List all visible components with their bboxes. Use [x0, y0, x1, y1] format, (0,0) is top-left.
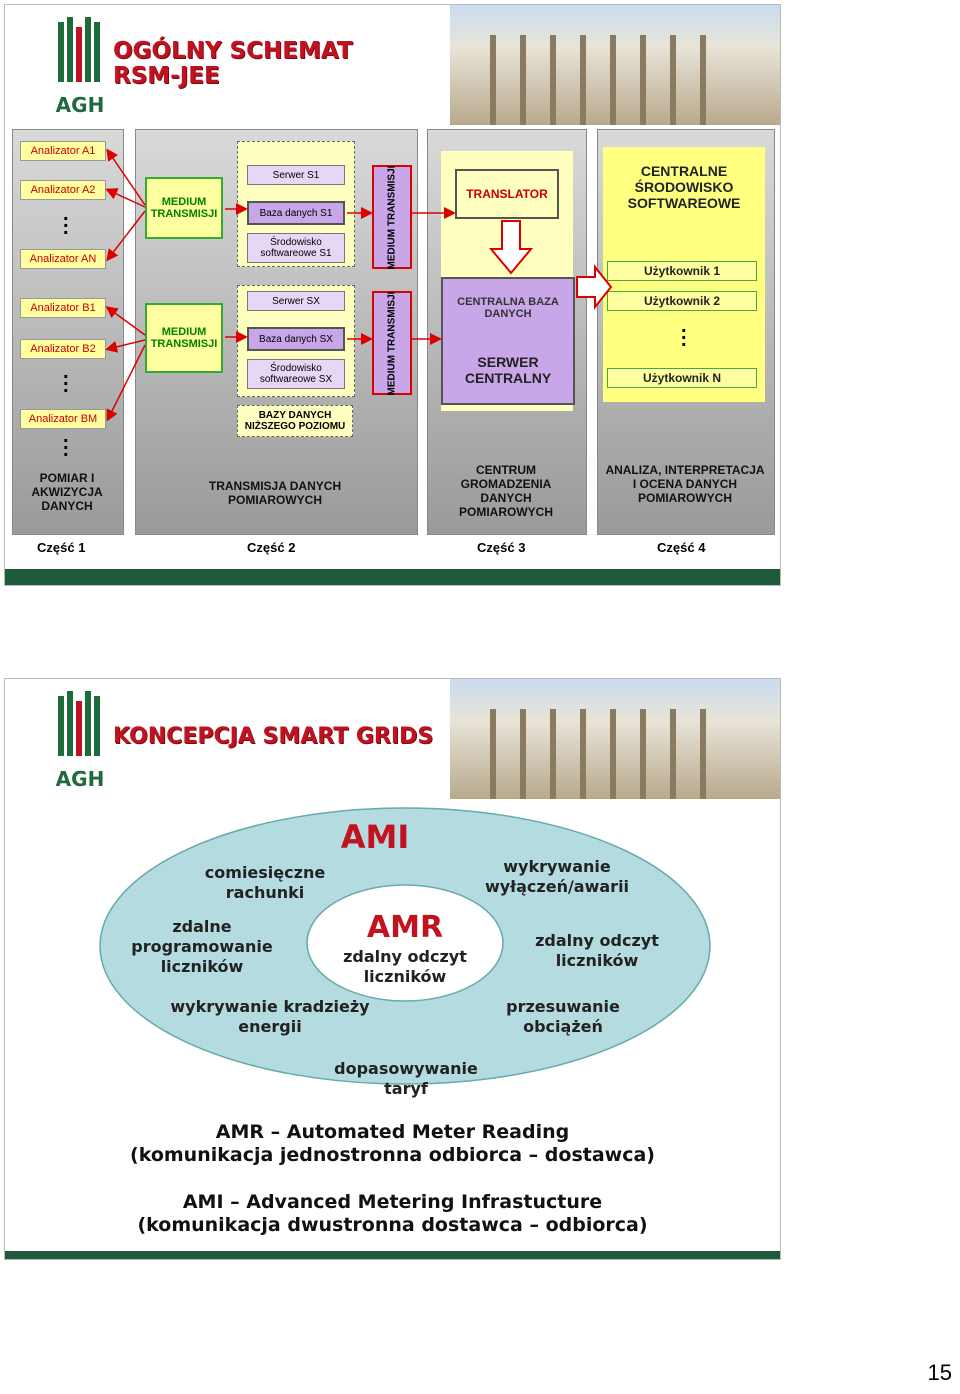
user-n: Użytkownik N: [607, 368, 757, 388]
caption-part2: TRANSMISJA DANYCH POMIAROWYCH: [208, 479, 342, 507]
part-1-label: Część 1: [37, 540, 86, 555]
slide-title-2: KONCEPCJA SMART GRIDS: [113, 724, 434, 749]
medium-vertical-1: MEDIUM TRANSMISJI: [372, 165, 412, 269]
central-server-label: SERWER CENTRALNY: [464, 354, 552, 386]
amr-definition-1: AMR – Automated Meter Reading: [215, 1121, 570, 1143]
analyzer-b1: Analizator B1: [20, 298, 106, 318]
server-sx: Serwer SX: [247, 291, 345, 311]
env-s1: Środowisko softwareowe S1: [247, 233, 345, 263]
medium-transmission-1: MEDIUM TRANSMISJI: [145, 177, 223, 239]
logo-text: AGH: [56, 93, 105, 117]
central-env-label: CENTRALNE ŚRODOWISKO SOFTWAREOWE: [627, 163, 741, 211]
page-number: 15: [927, 1360, 952, 1385]
caption-part4: ANALIZA, INTERPRETACJA I OCENA DANYCH PO…: [605, 463, 765, 505]
ellipsis-a: ...: [63, 203, 69, 239]
amr-inner-ellipse: [306, 884, 504, 1002]
logo-text-2: AGH: [56, 767, 105, 791]
slide-header-2: AGH KONCEPCJA SMART GRIDS: [5, 679, 780, 799]
title-line-2: RSM-JEE: [113, 63, 220, 90]
agh-logo: AGH: [56, 17, 105, 117]
part-3-label: Część 3: [477, 540, 526, 555]
item-tariff-matching: dopasowywanie taryf: [334, 1059, 478, 1098]
db-sx: Baza danych SX: [247, 327, 345, 351]
amr-sub: zdalny odczyt liczników: [343, 947, 467, 986]
db-s1: Baza danych S1: [247, 201, 345, 225]
slide-header: AGH OGÓLNY SCHEMAT RSM-JEE: [5, 5, 780, 125]
building-photo: [450, 5, 780, 125]
slide-footer-bar-2: [5, 1251, 780, 1259]
item-remote-reading: zdalny odczyt liczników: [535, 931, 659, 970]
lower-level-db: BAZY DANYCH NIŻSZEGO POZIOMU: [237, 405, 353, 437]
analyzer-bm: Analizator BM: [20, 409, 106, 429]
analyzer-b2: Analizator B2: [20, 339, 106, 359]
arrow-db-to-users: [576, 264, 613, 310]
title-line-1: OGÓLNY SCHEMAT: [113, 38, 353, 64]
medium-transmission-2: MEDIUM TRANSMISJI: [145, 303, 223, 373]
translator-box: TRANSLATOR: [455, 169, 559, 219]
ami-label: AMI: [340, 818, 410, 856]
slide-title: OGÓLNY SCHEMAT RSM-JEE: [113, 38, 353, 90]
analyzer-an: Analizator AN: [20, 249, 106, 269]
analyzer-a2: Analizator A2: [20, 180, 106, 200]
central-db-box: CENTRALNA BAZA DANYCH SERWER CENTRALNY: [441, 277, 575, 405]
arrow-translator-to-db: [488, 220, 534, 275]
medium-vertical-2: MEDIUM TRANSMISJI: [372, 291, 412, 395]
slide-smart-grids: AGH KONCEPCJA SMART GRIDS AMI AMR zdalny…: [4, 678, 781, 1260]
user-1: Użytkownik 1: [607, 261, 757, 281]
ellipsis-users: ...: [681, 315, 687, 351]
item-outage-detection: wykrywanie wyłączeń/awarii: [484, 857, 630, 896]
part-4-label: Część 4: [657, 540, 706, 555]
user-2: Użytkownik 2: [607, 291, 757, 311]
item-remote-programming: zdalne programowanie liczników: [131, 917, 273, 976]
agh-logo-2: AGH: [56, 691, 105, 791]
central-db-label: CENTRALNA BAZA DANYCH: [457, 296, 559, 320]
ellipsis-b: ...: [63, 361, 69, 397]
item-load-shifting: przesuwanie obciążeń: [506, 997, 620, 1036]
slide-rsm-jee: AGH OGÓLNY SCHEMAT RSM-JEE Analizator A1…: [4, 4, 781, 586]
env-sx: Środowisko softwareowe SX: [247, 359, 345, 389]
ellipsis-bm: ...: [63, 425, 69, 461]
server-s1: Serwer S1: [247, 165, 345, 185]
ami-definition-2: (komunikacja dwustronna dostawca – odbio…: [137, 1214, 648, 1236]
amr-label: AMR: [366, 910, 444, 945]
part-2-label: Część 2: [247, 540, 296, 555]
slide-footer-bar: [5, 569, 780, 585]
building-photo-2: [450, 679, 780, 799]
diagram-arrows: [105, 148, 613, 422]
caption-part3: CENTRUM GROMADZENIA DANYCH POMIAROWYCH: [459, 463, 553, 519]
analyzer-a1: Analizator A1: [20, 141, 106, 161]
caption-part1: POMIAR I AKWIZYCJA DANYCH: [31, 471, 103, 513]
ami-definition-1: AMI – Advanced Metering Infrastucture: [182, 1191, 603, 1213]
ami-ellipses: [99, 807, 711, 1085]
amr-definition-2: (komunikacja jednostronna odbiorca – dos…: [130, 1144, 655, 1166]
item-monthly-bills: comiesięczne rachunki: [204, 863, 326, 902]
item-theft-detection: wykrywanie kradzieży energii: [170, 997, 370, 1036]
